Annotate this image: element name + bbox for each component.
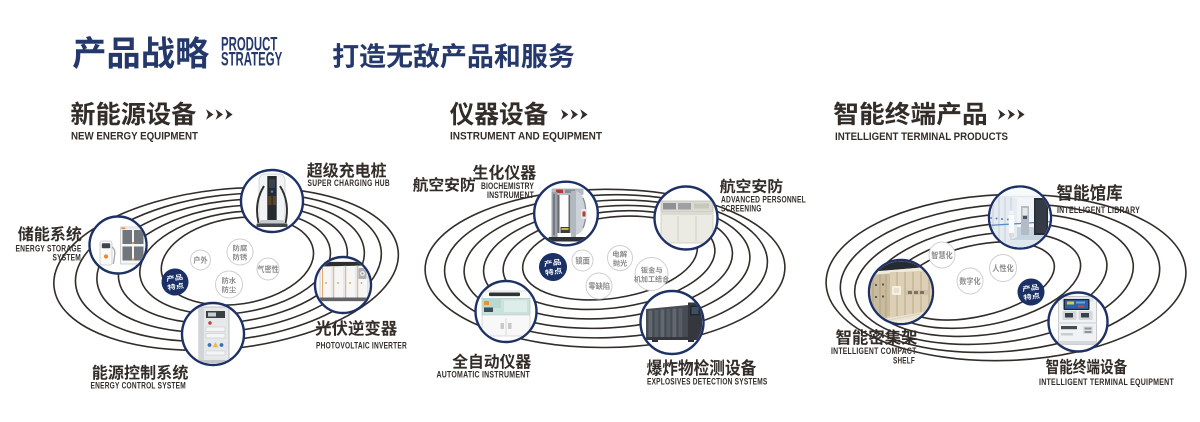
svg-text:NEW ENERGY EQUIPMENT: NEW ENERGY EQUIPMENT — [71, 131, 198, 143]
svg-text:SUPER CHARGING HUB: SUPER CHARGING HUB — [308, 178, 391, 188]
svg-text:SHELF: SHELF — [893, 356, 915, 366]
svg-text:INSTRUMENT: INSTRUMENT — [487, 190, 534, 200]
svg-text:ADVANCED PERSONNEL: ADVANCED PERSONNEL — [721, 195, 806, 205]
svg-text:PRODUCT: PRODUCT — [221, 35, 278, 56]
svg-text:BIOCHEMISTRY: BIOCHEMISTRY — [481, 181, 534, 191]
svg-text:EXPLOSIVES DETECTION SYSTEMS: EXPLOSIVES DETECTION SYSTEMS — [647, 377, 768, 387]
svg-text:SCREENING: SCREENING — [721, 204, 762, 214]
svg-text:STRATEGY: STRATEGY — [221, 50, 283, 71]
svg-text:SYSTEM: SYSTEM — [53, 253, 82, 263]
svg-text:ENERGY STORAGE: ENERGY STORAGE — [16, 244, 82, 254]
svg-text:ENERGY CONTROL SYSTEM: ENERGY CONTROL SYSTEM — [91, 381, 187, 391]
svg-text:INTELLIGENT TERMINAL PRODUCTS: INTELLIGENT TERMINAL PRODUCTS — [835, 131, 1008, 143]
svg-text:INTELLIGENT LIBRARY: INTELLIGENT LIBRARY — [1057, 205, 1140, 215]
svg-text:INTELLIGENT COMPACT: INTELLIGENT COMPACT — [831, 346, 917, 356]
svg-text:AUTOMATIC INSTRUMENT: AUTOMATIC INSTRUMENT — [437, 370, 531, 380]
svg-text:INTELLIGENT TERMINAL EQUIPMENT: INTELLIGENT TERMINAL EQUIPMENT — [1039, 377, 1174, 387]
svg-text:INSTRUMENT AND EQUIPMENT: INSTRUMENT AND EQUIPMENT — [450, 131, 602, 143]
svg-text:PHOTOVOLTAIC INVERTER: PHOTOVOLTAIC INVERTER — [316, 341, 407, 351]
